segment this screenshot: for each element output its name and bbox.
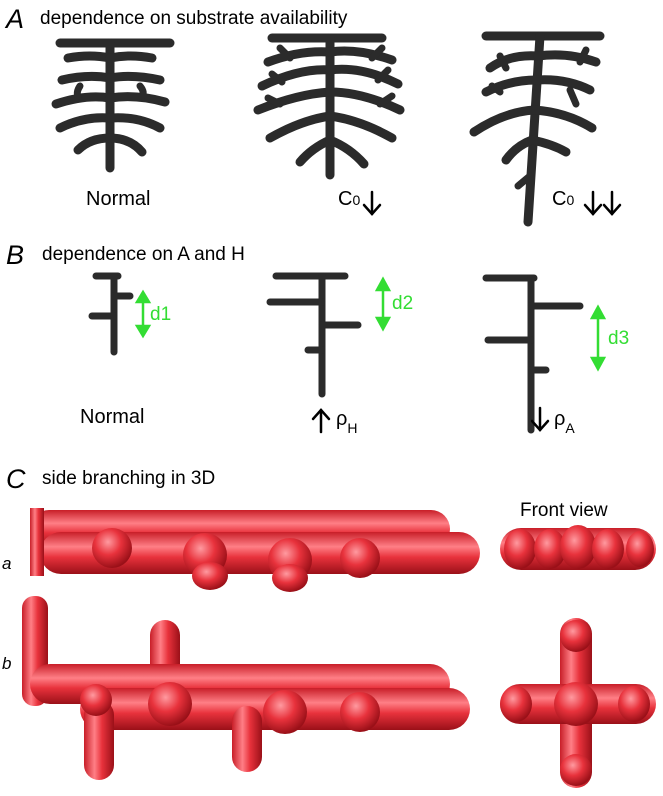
caption-normal-a: Normal [86, 188, 151, 210]
distance-label-d1: d1 [150, 304, 172, 325]
caption-normal-b: Normal [80, 406, 145, 428]
panel-c-title: side branching in 3D [42, 468, 216, 489]
panel-c-label: C [6, 464, 26, 494]
front-view-b [500, 618, 656, 788]
branch-tree-normal [51, 38, 175, 173]
front-view-label: Front view [520, 500, 608, 521]
caption-c0-low: C0 [338, 188, 361, 210]
distance-label-d2: d2 [392, 293, 414, 314]
panel-b-title: dependence on A and H [42, 244, 245, 265]
subscript-h: H [347, 420, 358, 436]
tube-3d-a [30, 508, 480, 592]
front-view-a [500, 525, 656, 570]
branch-rho-a [482, 274, 584, 434]
row-label-b: b [2, 654, 12, 673]
branch-tree-c0-very-low [469, 31, 605, 227]
caption-rho-h: ρH [336, 408, 358, 436]
subscript-0: 0 [352, 192, 361, 208]
branch-rho-h [266, 272, 362, 398]
caption-rho-a: ρA [554, 408, 575, 436]
rho-arrows [311, 406, 550, 434]
branch-tree-c0-low [253, 33, 405, 180]
branch-normal-b [88, 272, 134, 356]
distance-arrows [134, 276, 607, 372]
subscript-0: 0 [566, 192, 575, 208]
panel-b-label: B [6, 240, 25, 270]
caption-c0-very-low: C0 [552, 188, 575, 210]
distance-label-d3: d3 [608, 328, 630, 349]
down-arrows-a [362, 190, 622, 216]
row-label-a: a [2, 554, 12, 573]
subscript-a: A [565, 420, 575, 436]
panel-a-title: dependence on substrate availability [40, 8, 348, 29]
tube-3d-b [22, 596, 470, 780]
panel-a-label: A [6, 4, 25, 34]
